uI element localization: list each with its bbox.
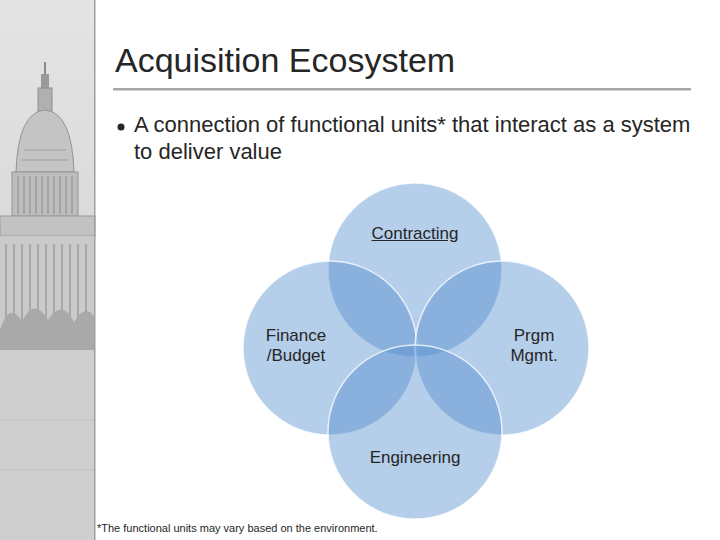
bullet-text: A connection of functional units* that i… — [134, 111, 694, 165]
circle-outline — [327, 344, 503, 520]
circle-label: Engineering — [350, 448, 480, 468]
footnote-holder: *The functional units may vary based on … — [97, 522, 697, 535]
capitol-photo — [0, 0, 96, 540]
circle-shape — [328, 345, 502, 519]
function-circle: Engineering — [327, 344, 503, 520]
slide-title-holder: Acquisition Ecosystem — [115, 40, 695, 80]
circle-label: Contracting — [350, 224, 480, 244]
title-rule — [113, 88, 691, 91]
slide-title: Acquisition Ecosystem — [115, 40, 695, 80]
circle-label: Prgm Mgmt. — [503, 326, 565, 366]
bullet-dot — [118, 124, 125, 131]
circle-label: Finance /Budget — [257, 326, 335, 366]
footnote: *The functional units may vary based on … — [97, 522, 697, 535]
bullet-text-holder: A connection of functional units* that i… — [134, 111, 694, 165]
